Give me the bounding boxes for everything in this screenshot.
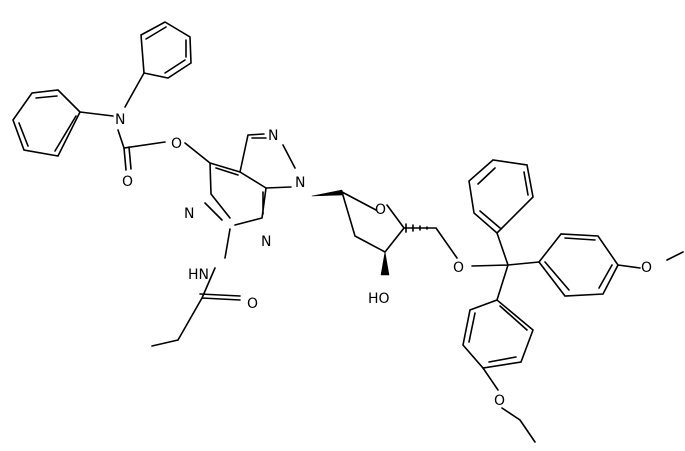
trityl-phenyl-top	[468, 159, 534, 235]
stereo-bonds	[311, 189, 428, 276]
atom-n1: N	[184, 206, 194, 222]
atom-o-methoxy-bottom: O	[494, 393, 505, 409]
atom-n-carbamate: N	[115, 112, 125, 128]
atom-nh-amide: HN	[188, 267, 209, 283]
phenyl-ring-upper	[140, 21, 192, 79]
atom-o-sugar-ring: O	[375, 202, 386, 218]
atom-n7: N	[268, 128, 278, 144]
trityl-anisyl-right	[537, 233, 619, 297]
atom-o-ester: O	[171, 136, 182, 152]
atom-o-methoxy-right: O	[641, 260, 652, 276]
atom-o-amide: O	[247, 296, 258, 312]
atom-n9: N	[295, 175, 305, 191]
phenyl-ring-left	[12, 89, 81, 157]
hashed-wedge	[405, 223, 428, 233]
atom-labels: N O O N N N N HN O O HO O O O	[115, 112, 652, 409]
atom-o-carbamate-carbonyl: O	[122, 174, 133, 190]
trityl-anisyl-bottom	[462, 299, 534, 369]
atom-n3: N	[261, 234, 271, 250]
atom-oh: HO	[368, 291, 390, 307]
bond-lines	[12, 21, 684, 443]
atom-o-5prime: O	[453, 260, 464, 276]
